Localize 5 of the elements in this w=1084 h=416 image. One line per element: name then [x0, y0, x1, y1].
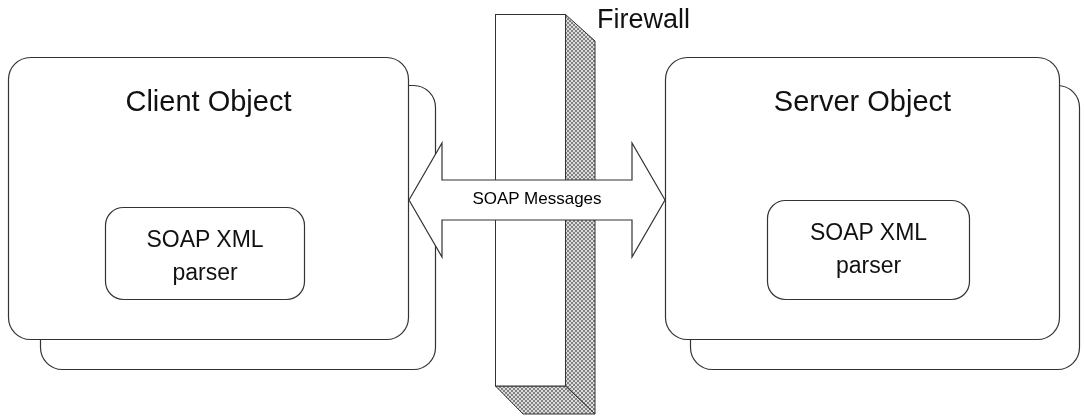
parser-label: SOAP XML parser	[145, 225, 265, 287]
firewall-label: Firewall	[597, 4, 690, 35]
object-title: Client Object	[124, 85, 293, 118]
object-title: Server Object	[772, 85, 953, 118]
parser-label: SOAP XML parser	[808, 218, 929, 280]
